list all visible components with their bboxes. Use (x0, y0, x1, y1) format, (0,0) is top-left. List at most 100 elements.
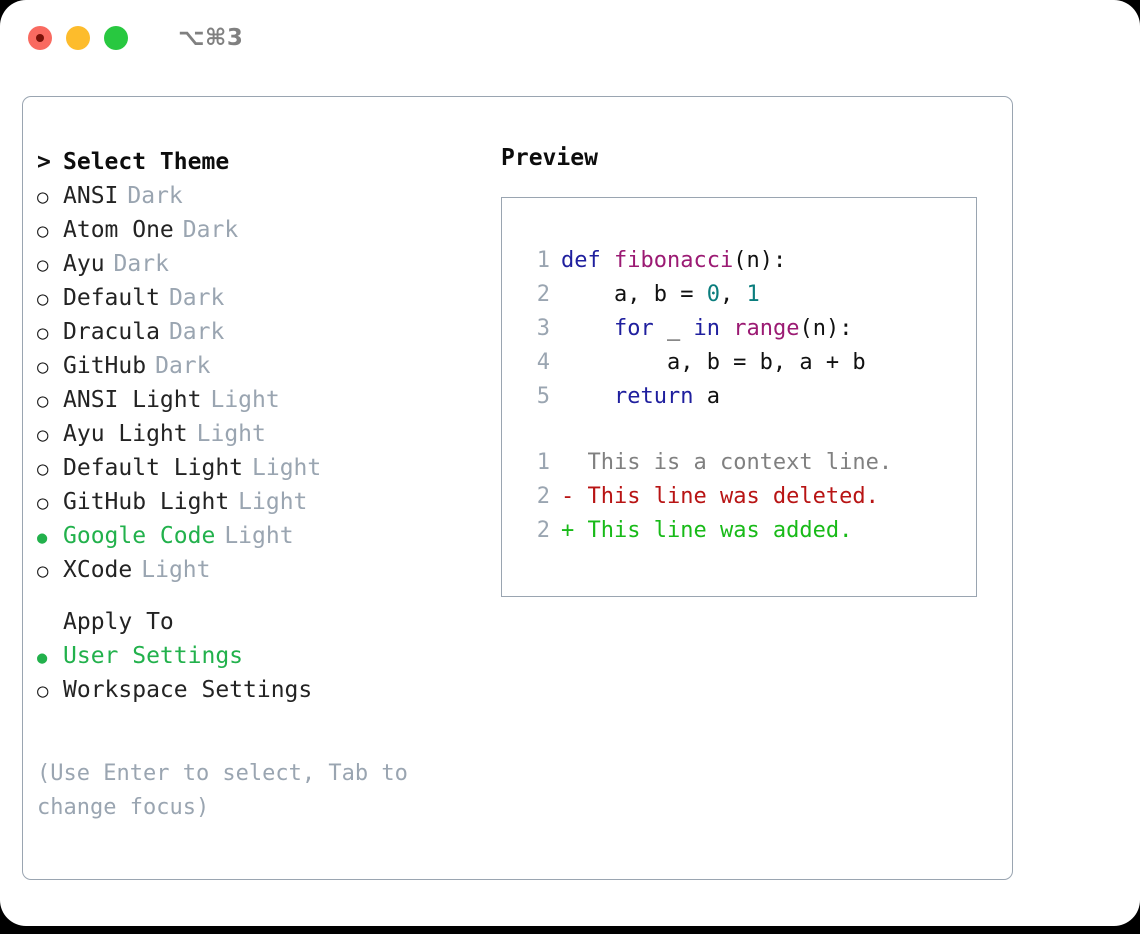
diff-text: This is a context line. (587, 450, 893, 475)
code-token-text: (n): (799, 316, 853, 341)
theme-name: Google Code (63, 523, 216, 549)
theme-option-dracula-dark[interactable]: ○ Dracula Dark (37, 315, 477, 349)
code-line: 3 for _ in range (n): (502, 312, 976, 346)
theme-variant: Dark (168, 319, 225, 345)
radio-unselected-icon[interactable]: ○ (37, 254, 49, 276)
diff-line-added: 2 + This line was added. (502, 514, 976, 548)
theme-selector-panel: > Select Theme ○ ANSI Dark ○ Atom One Da… (22, 96, 1013, 880)
code-line: 2 a, b = 0 , 1 (502, 278, 976, 312)
code-line: 4 a, b = b, a + b (502, 346, 976, 380)
theme-variant: Dark (127, 183, 183, 209)
apply-to-option-label: Workspace Settings (63, 677, 313, 703)
window-title: ⌥⌘3 (178, 25, 244, 51)
title-bar: ⌥⌘3 (0, 0, 1140, 76)
code-token-text: _ (653, 316, 694, 341)
code-token-number: 0 (706, 282, 720, 307)
section-spacer (37, 587, 477, 605)
radio-unselected-icon[interactable]: ○ (37, 356, 49, 378)
diff-prefix: - (561, 484, 588, 509)
radio-unselected-icon[interactable]: ○ (37, 186, 49, 208)
preview-column: Preview 1 def fibonacci (n): 2 a, b = 0 … (501, 145, 991, 597)
spacer-icon: ○ (37, 606, 63, 640)
diff-text: This line was added. (587, 518, 853, 543)
theme-option-ayu-light[interactable]: ○ Ayu Light Light (37, 417, 477, 451)
theme-variant: Dark (182, 217, 239, 243)
theme-name: Ayu (63, 251, 105, 277)
diff-prefix: + (561, 518, 588, 543)
radio-unselected-icon[interactable]: ○ (37, 492, 49, 514)
theme-variant: Dark (168, 285, 225, 311)
theme-option-ansi-dark[interactable]: ○ ANSI Dark (37, 179, 477, 213)
line-number: 2 (536, 518, 550, 543)
radio-unselected-icon[interactable]: ○ (37, 220, 49, 242)
theme-variant: Light (141, 557, 211, 583)
theme-option-ayu-dark[interactable]: ○ Ayu Dark (37, 247, 477, 281)
line-number: 2 (536, 484, 550, 509)
maximize-button[interactable] (104, 26, 128, 50)
theme-option-github-light[interactable]: ○ GitHub Light Light (37, 485, 477, 519)
prompt-caret-icon: > (37, 149, 51, 175)
line-number: 4 (536, 350, 550, 375)
theme-variant: Dark (113, 251, 169, 277)
code-token-text (720, 312, 733, 346)
apply-to-option-workspace-settings[interactable]: ○ Workspace Settings (37, 673, 477, 707)
theme-variant: Light (238, 489, 308, 515)
apply-to-heading: ○ Apply To (37, 605, 477, 639)
code-token-function: range (733, 316, 800, 341)
minimize-button[interactable] (66, 26, 90, 50)
line-number: 1 (536, 248, 550, 273)
line-number: 5 (536, 384, 550, 409)
diff-line-context: 1 This is a context line. (502, 446, 976, 480)
diff-text: This line was deleted. (587, 484, 879, 509)
code-token-text: a (693, 384, 720, 409)
theme-option-default-light[interactable]: ○ Default Light Light (37, 451, 477, 485)
radio-selected-icon[interactable]: ● (37, 648, 48, 668)
apply-to-option-user-settings[interactable]: ● User Settings (37, 639, 477, 673)
code-token-keyword: for (613, 316, 654, 341)
code-token-text: , (719, 282, 747, 307)
radio-unselected-icon[interactable]: ○ (37, 288, 49, 310)
radio-unselected-icon[interactable]: ○ (37, 322, 49, 344)
code-token-text: (n): (733, 248, 787, 273)
theme-option-xcode-light[interactable]: ○ XCode Light (37, 553, 477, 587)
theme-variant: Light (196, 421, 266, 447)
keyboard-hint-text: (Use Enter to select, Tab to change focu… (37, 761, 422, 820)
radio-unselected-icon[interactable]: ○ (37, 390, 49, 412)
apply-to-option-label: User Settings (63, 643, 244, 669)
code-token-text: a, b = b, a + b (561, 350, 866, 375)
theme-option-github-dark[interactable]: ○ GitHub Dark (37, 349, 477, 383)
theme-variant: Light (224, 523, 294, 549)
theme-variant: Light (252, 455, 322, 481)
theme-name: GitHub Light (63, 489, 230, 515)
theme-name: Dracula (63, 319, 160, 345)
theme-name: Atom One (63, 217, 174, 243)
radio-unselected-icon[interactable]: ○ (37, 458, 49, 480)
diff-line-deleted: 2 - This line was deleted. (502, 480, 976, 514)
preview-spacer (502, 414, 976, 446)
theme-name: Default (63, 285, 160, 311)
radio-unselected-icon[interactable]: ○ (37, 680, 49, 702)
code-token-keyword: in (693, 316, 720, 341)
theme-name: Ayu Light (63, 421, 188, 447)
theme-option-default-dark[interactable]: ○ Default Dark (37, 281, 477, 315)
radio-unselected-icon[interactable]: ○ (37, 424, 49, 446)
code-token-text (561, 380, 614, 414)
radio-selected-icon[interactable]: ● (37, 528, 48, 548)
preview-box: 1 def fibonacci (n): 2 a, b = 0 , 1 3 (501, 197, 977, 597)
radio-unselected-icon[interactable]: ○ (37, 560, 49, 582)
theme-option-ansi-light[interactable]: ○ ANSI Light Light (37, 383, 477, 417)
code-token-text: a, b = (561, 282, 707, 307)
close-button[interactable] (28, 26, 52, 50)
preview-title: Preview (501, 145, 598, 171)
code-token-text (561, 312, 614, 346)
line-number: 3 (536, 316, 550, 341)
theme-name: XCode (63, 557, 133, 583)
code-token-keyword: return (613, 384, 694, 409)
code-line: 5 return a (502, 380, 976, 414)
code-token-keyword: def (561, 248, 614, 273)
diff-prefix (561, 446, 588, 480)
theme-option-atom-one-dark[interactable]: ○ Atom One Dark (37, 213, 477, 247)
line-number: 2 (536, 282, 550, 307)
theme-option-google-code-light[interactable]: ● Google Code Light (37, 519, 477, 553)
